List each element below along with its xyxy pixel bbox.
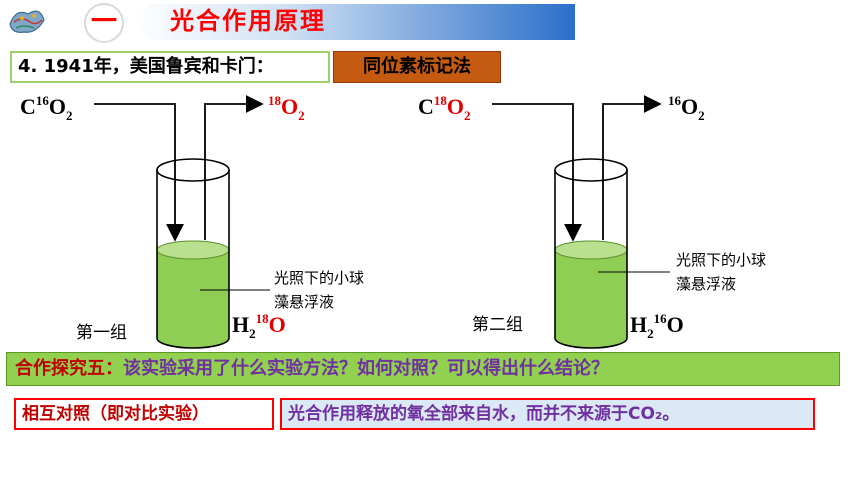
group1-water-formula: H218O bbox=[232, 311, 286, 341]
group2-outlet-arrow bbox=[602, 95, 662, 240]
group2-output-formula: 16O2 bbox=[668, 93, 705, 123]
group2-tube-bottom-fill bbox=[555, 328, 627, 348]
section-number-badge: 一 bbox=[84, 3, 124, 43]
answer-conclusion: 光合作用释放的氧全部来自水，而并不来源于CO₂。 bbox=[280, 398, 815, 430]
method-label: 同位素标记法 bbox=[333, 51, 501, 83]
title-banner bbox=[132, 4, 575, 40]
subtitle-text: 4. 1941年，美国鲁宾和卡门： bbox=[18, 56, 274, 77]
group1-input-formula: C16O2 bbox=[20, 93, 73, 123]
page-title: 光合作用原理 bbox=[170, 6, 326, 35]
group1-tube-bottom-fill bbox=[157, 328, 229, 348]
question-prefix: 合作探究五： bbox=[15, 358, 123, 379]
group1-liquid bbox=[157, 250, 229, 338]
group1-tube bbox=[156, 170, 230, 349]
group1-inlet-arrow bbox=[94, 103, 184, 242]
group1-output-formula: 18O2 bbox=[268, 93, 305, 123]
question-text: 该实验采用了什么实验方法？如何对照？可以得出什么结论？ bbox=[123, 358, 609, 379]
group2-tube bbox=[554, 170, 628, 349]
group1-outlet-arrow bbox=[204, 95, 264, 240]
group1-apparatus bbox=[94, 95, 270, 349]
group2-tube-rim bbox=[554, 158, 628, 182]
group1-liquid-surface bbox=[156, 240, 230, 260]
group2-liquid bbox=[555, 250, 627, 338]
group1-label: 第一组 bbox=[76, 323, 127, 343]
subtitle-frame bbox=[10, 51, 330, 83]
group2-input-formula: C18O2 bbox=[418, 93, 471, 123]
group2-caption: 光照下的小球藻悬浮液 bbox=[676, 251, 767, 293]
group1-tube-rim bbox=[156, 158, 230, 182]
group2-label: 第二组 bbox=[472, 315, 523, 335]
group2-liquid-surface bbox=[554, 240, 628, 260]
group2-inlet-arrow bbox=[492, 103, 582, 242]
group2-apparatus bbox=[492, 95, 670, 349]
question-bar: 合作探究五：该实验采用了什么实验方法？如何对照？可以得出什么结论？ bbox=[6, 352, 840, 386]
group2-water-formula: H216O bbox=[630, 311, 684, 341]
group1-caption: 光照下的小球藻悬浮液 bbox=[274, 269, 365, 311]
logo-icon bbox=[9, 10, 45, 33]
answer-method: 相互对照（即对比实验） bbox=[14, 398, 274, 430]
